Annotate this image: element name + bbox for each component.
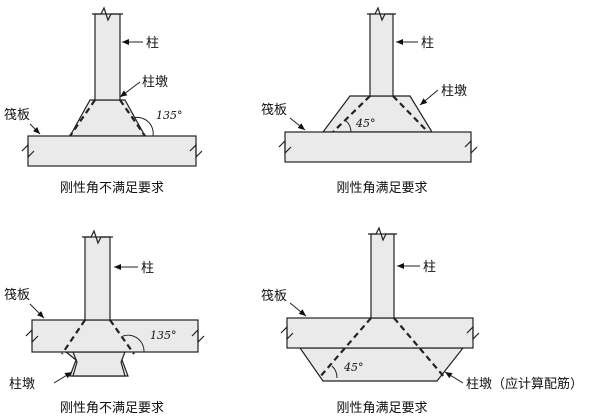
pier-label: 柱墩 [441,84,467,99]
caption: 刚性角不满足要求 [60,401,164,416]
raft-label: 筏板 [261,288,287,304]
punching-line-left [318,317,372,379]
raft-label: 筏板 [4,107,30,123]
column-break-mark [92,6,123,22]
panel-bottom-right: 45° 柱 筏板 柱墩（应计算配筋） 刚性角满足要求 [261,226,583,416]
column-shape [370,233,395,319]
raft-leader [29,303,45,319]
panel-top-right: 45° 柱 柱墩 筏板 刚性角满足要求 [261,6,478,196]
angle-arc [122,334,145,353]
raft-break-left [21,143,35,159]
caption: 刚性角不满足要求 [60,181,164,196]
punching-line-right [109,319,135,355]
raft-break-right [191,328,205,344]
punching-line-right [393,317,446,379]
punching-line-left [69,99,96,137]
pier-label: 柱墩 [9,377,35,392]
pier-leader [53,371,73,384]
column-shape [84,236,111,321]
angle-arc [331,365,338,379]
raft-label: 筏板 [4,287,30,303]
column-label: 柱 [146,36,159,51]
pier-leader [119,81,141,98]
column-label: 柱 [141,261,154,276]
raft-break-right [189,143,203,159]
caption: 刚性角满足要求 [336,181,427,196]
column-break-mark [367,6,396,22]
column-shape [94,13,121,101]
angle-label: 135° [156,109,183,122]
raft-break-left [280,325,294,341]
punching-line-right [119,99,146,137]
column-break-mark [368,226,397,242]
pier-shape [298,347,465,382]
raft-slab [284,131,472,163]
pier-label: 柱墩（应计算配筋） [466,376,583,392]
raft-leader [29,123,41,135]
column-label: 柱 [421,36,434,51]
angle-label: 45° [343,361,364,374]
raft-label: 筏板 [261,102,287,118]
pier-label: 柱墩 [142,75,168,90]
raft-slab [286,317,474,349]
angle-arc [132,116,154,137]
column-shape [369,13,394,97]
angle-arc [344,119,352,133]
angle-label: 135° [150,329,177,342]
panel-bottom-left: 135° 柱 筏板 柱墩 刚性角不满足要求 [4,229,205,416]
column-label: 柱 [423,260,436,275]
pier-shape-body [72,351,126,377]
panel-top-left: 135° 柱 柱墩 筏板 刚性角不满足要求 [4,6,203,196]
punching-line-right [392,95,429,133]
column-break-mark [82,229,113,245]
pier-leader [419,89,439,106]
raft-slab [27,135,197,167]
punching-line-left [61,319,86,355]
raft-leader [289,302,307,317]
raft-break-left [25,328,39,344]
pier-leader [444,371,464,384]
raft-break-right [466,325,480,341]
raft-break-left [278,139,292,155]
caption: 刚性角满足要求 [336,401,427,416]
raft-leader [289,117,306,131]
angle-label: 45° [355,117,376,130]
punching-line-left [332,95,371,133]
raft-break-right [464,139,478,155]
